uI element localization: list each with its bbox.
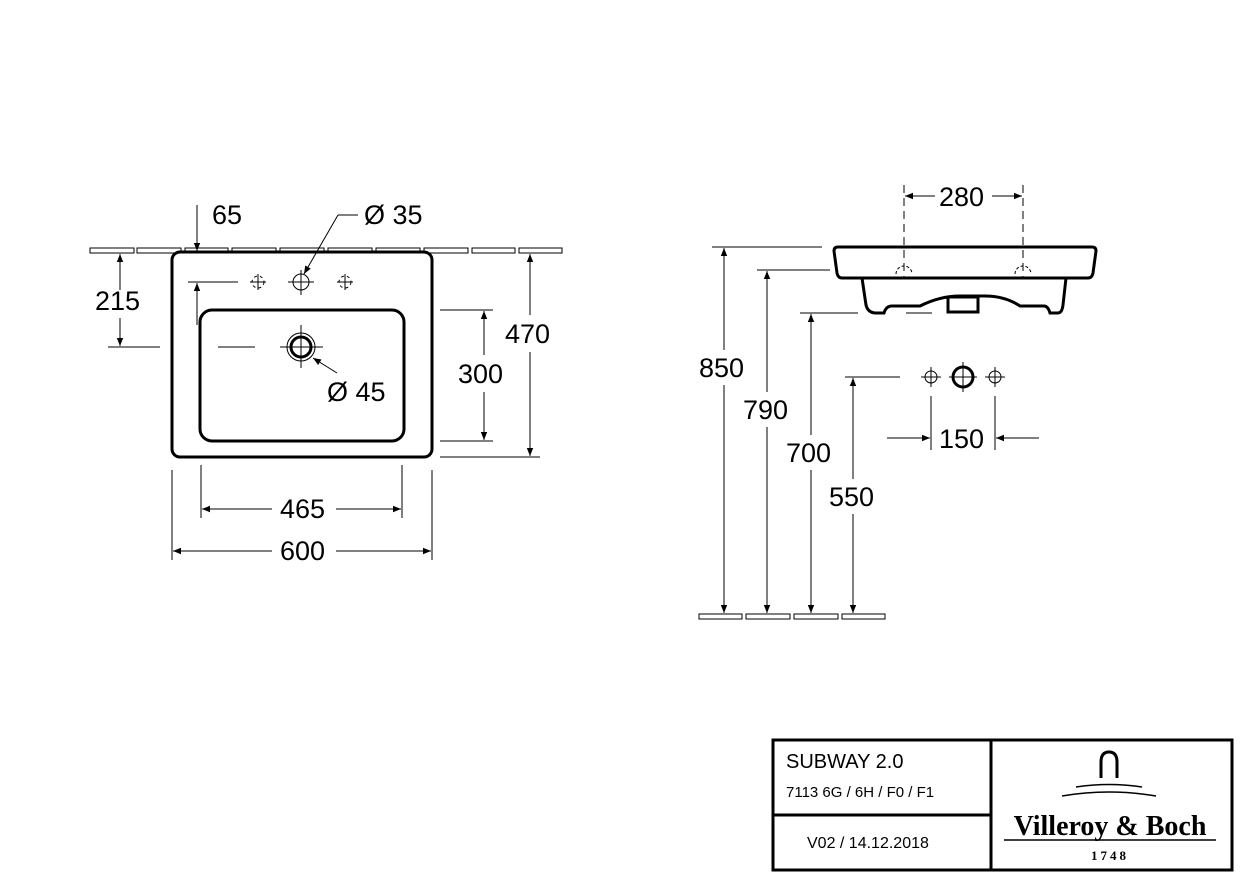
drain-hole	[280, 325, 323, 368]
dim-600: 600	[280, 536, 325, 566]
dim-790: 790	[743, 395, 788, 425]
brand-year: 1748	[1091, 848, 1129, 863]
drain-outlet	[946, 295, 980, 314]
villeroy-boch-logo: Villeroy & Boch 1748	[1004, 750, 1216, 863]
supply-connections	[921, 362, 1005, 392]
floor-strip	[698, 613, 886, 620]
version-date: V02 / 14.12.2018	[807, 835, 929, 852]
tap-holes	[250, 270, 353, 295]
dim-850: 850	[699, 353, 744, 383]
article-numbers: 7113 6G / 6H / F0 / F1	[786, 784, 934, 801]
dim-215: 215	[95, 286, 140, 316]
side-view: 280 850 790 700 550	[698, 182, 1098, 620]
dim-550: 550	[829, 482, 874, 512]
brand-name: Villeroy & Boch	[1014, 811, 1207, 842]
bowl-outline	[198, 308, 406, 443]
title-block: SUBWAY 2.0 7113 6G / 6H / F0 / F1 V02 / …	[771, 738, 1234, 872]
dim-465: 465	[280, 494, 325, 524]
dim-tap-hole-diameter: Ø 35	[364, 200, 423, 230]
dim-drain-diameter: Ø 45	[327, 377, 386, 407]
dim-150: 150	[939, 424, 984, 454]
front-view: 65 Ø 35 215 Ø 45 300 470 465	[89, 200, 563, 566]
dim-470: 470	[505, 319, 550, 349]
dim-700: 700	[786, 438, 831, 468]
basin-rim	[832, 245, 1098, 280]
dim-65: 65	[212, 200, 242, 230]
product-name: SUBWAY 2.0	[786, 751, 903, 773]
dim-280: 280	[939, 182, 984, 212]
dim-300: 300	[458, 359, 503, 389]
basin-outline	[170, 250, 434, 459]
